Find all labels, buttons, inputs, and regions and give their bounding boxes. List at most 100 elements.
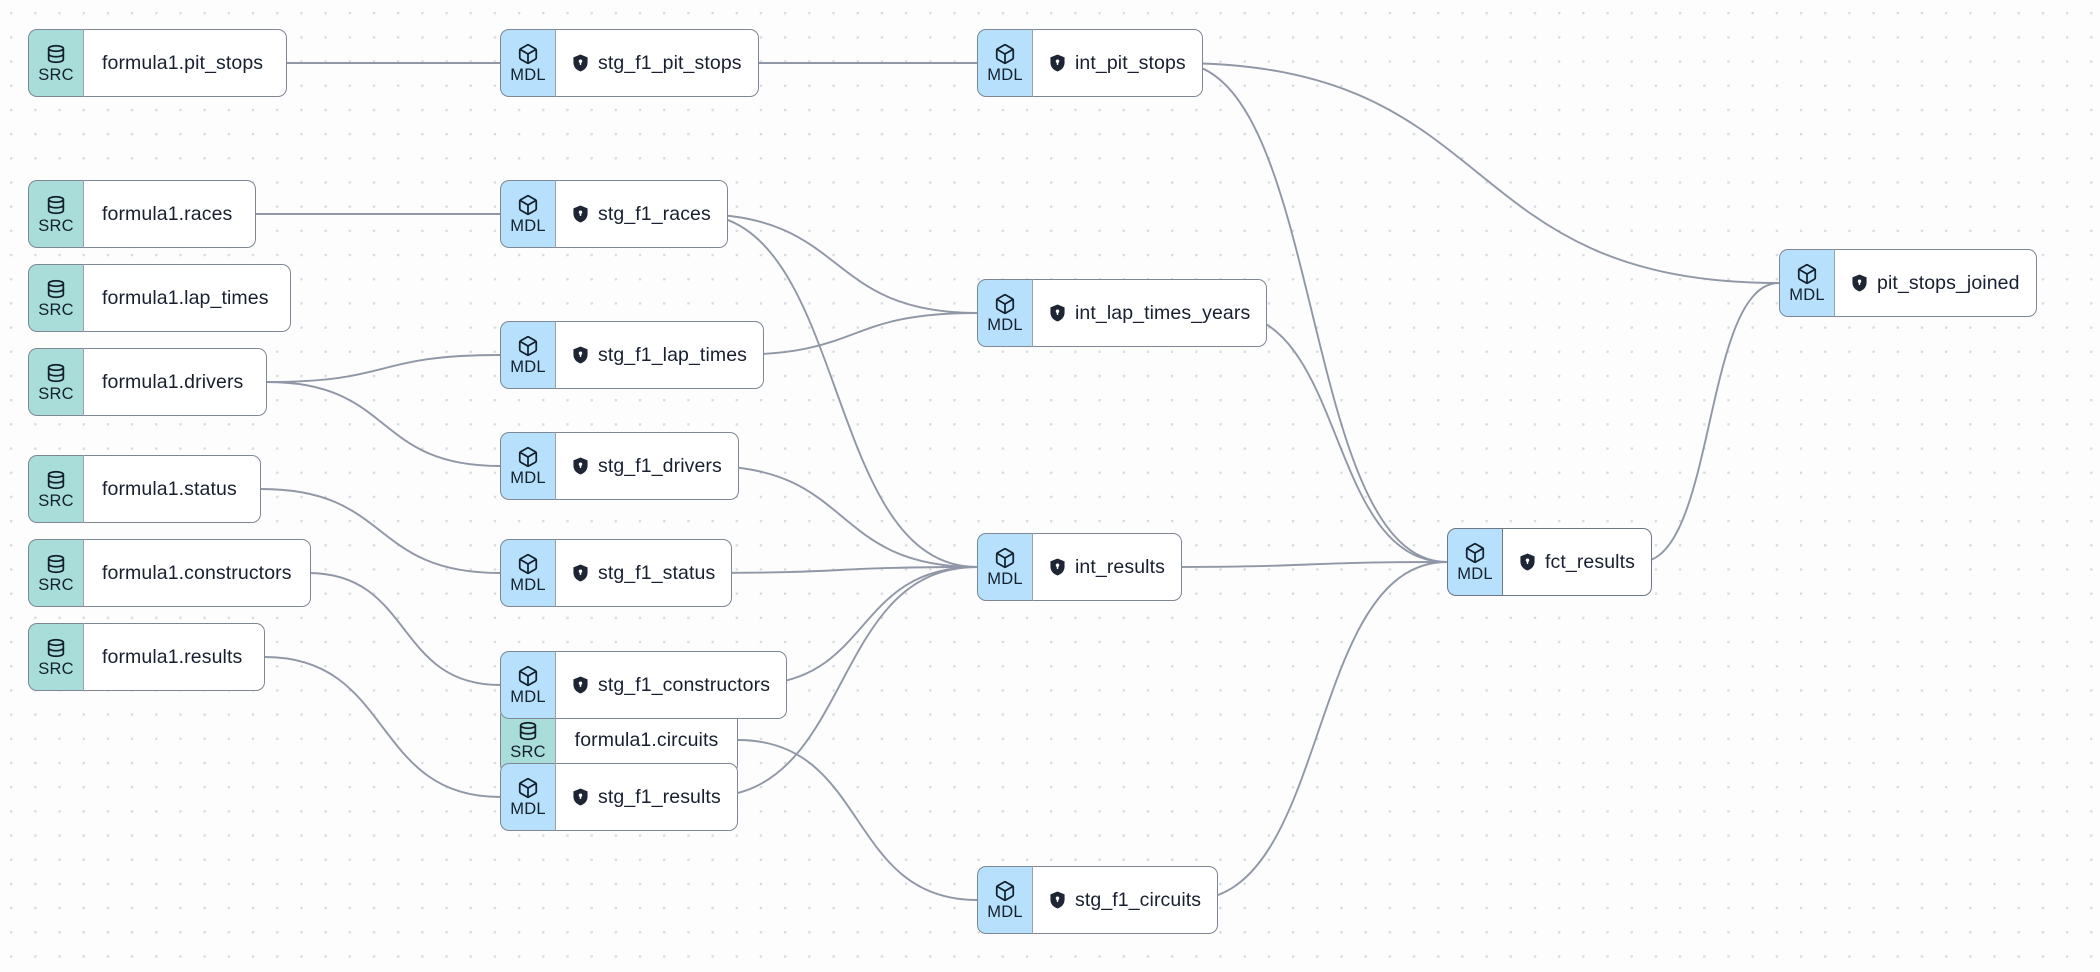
database-icon bbox=[45, 637, 67, 659]
node-type-label: MDL bbox=[510, 687, 546, 706]
cube-icon bbox=[517, 194, 539, 216]
node-body[interactable]: pit_stops_joined bbox=[1834, 249, 2037, 317]
node-body[interactable]: stg_f1_drivers bbox=[555, 432, 739, 500]
node-stg_races[interactable]: MDL stg_f1_races bbox=[500, 180, 728, 248]
edge-stg_races-to-int_results bbox=[694, 213, 978, 568]
shield-icon bbox=[1049, 54, 1066, 72]
cube-icon bbox=[994, 43, 1016, 65]
node-type-label: SRC bbox=[38, 491, 74, 510]
node-type-badge-src: SRC bbox=[28, 539, 83, 607]
node-type-label: MDL bbox=[987, 902, 1023, 921]
cube-icon bbox=[994, 880, 1016, 902]
shield-icon bbox=[1519, 553, 1536, 571]
node-stg_constructors[interactable]: MDL stg_f1_constructors bbox=[500, 651, 788, 719]
node-pit_stops_joined[interactable]: MDL pit_stops_joined bbox=[1779, 249, 2037, 317]
cube-icon bbox=[1796, 263, 1818, 285]
edge-src_constructors-to-stg_constructors bbox=[307, 572, 501, 686]
node-stg_status[interactable]: MDL stg_f1_status bbox=[500, 539, 733, 607]
shield-icon bbox=[1049, 304, 1066, 322]
cube-icon bbox=[517, 446, 539, 468]
node-src_pit_stops[interactable]: SRC formula1.pit_stops bbox=[28, 29, 287, 97]
shield-icon bbox=[572, 676, 589, 694]
edge-stg_lap_times-to-int_lap_times_years bbox=[729, 312, 978, 356]
node-body[interactable]: int_results bbox=[1032, 533, 1182, 601]
cube-icon bbox=[994, 547, 1016, 569]
shield-icon bbox=[572, 205, 589, 223]
node-body[interactable]: int_pit_stops bbox=[1032, 29, 1203, 97]
edge-stg_drivers-to-int_results bbox=[706, 465, 978, 568]
node-body[interactable]: formula1.drivers bbox=[83, 348, 267, 416]
node-label: stg_f1_constructors bbox=[598, 673, 771, 696]
node-label: pit_stops_joined bbox=[1877, 271, 2020, 294]
node-type-label: MDL bbox=[987, 315, 1023, 334]
node-body[interactable]: formula1.status bbox=[83, 455, 261, 523]
cube-icon bbox=[517, 553, 539, 575]
node-type-label: MDL bbox=[510, 575, 546, 594]
node-label: stg_f1_drivers bbox=[598, 454, 722, 477]
node-label: formula1.results bbox=[102, 645, 243, 668]
node-type-badge-src: SRC bbox=[28, 348, 83, 416]
node-body[interactable]: int_lap_times_years bbox=[1032, 279, 1268, 347]
node-body[interactable]: stg_f1_lap_times bbox=[555, 321, 765, 389]
node-label: formula1.circuits bbox=[574, 728, 719, 751]
node-stg_lap_times[interactable]: MDL stg_f1_lap_times bbox=[500, 321, 765, 389]
node-type-badge-mdl: MDL bbox=[500, 651, 555, 719]
node-type-badge-src: SRC bbox=[28, 180, 83, 248]
node-src_drivers[interactable]: SRC formula1.drivers bbox=[28, 348, 267, 416]
node-type-label: SRC bbox=[38, 216, 74, 235]
edge-int_results-to-fct_results bbox=[1168, 561, 1448, 568]
node-body[interactable]: formula1.pit_stops bbox=[83, 29, 287, 97]
node-body[interactable]: formula1.results bbox=[83, 623, 265, 691]
node-label: formula1.pit_stops bbox=[102, 51, 264, 74]
node-int_lap_times_years[interactable]: MDL int_lap_times_years bbox=[977, 279, 1268, 347]
node-type-badge-mdl: MDL bbox=[977, 279, 1032, 347]
database-icon bbox=[45, 43, 67, 65]
node-type-label: SRC bbox=[38, 384, 74, 403]
node-body[interactable]: stg_f1_status bbox=[555, 539, 733, 607]
edge-stg_circuits-to-fct_results bbox=[1189, 561, 1448, 901]
shield-icon bbox=[572, 54, 589, 72]
node-body[interactable]: formula1.constructors bbox=[83, 539, 311, 607]
edge-int_pit_stops-to-pit_stops_joined bbox=[1176, 62, 1780, 284]
node-type-label: SRC bbox=[38, 65, 74, 84]
node-body[interactable]: stg_f1_races bbox=[555, 180, 728, 248]
node-label: stg_f1_races bbox=[598, 202, 711, 225]
node-type-badge-mdl: MDL bbox=[1447, 528, 1502, 596]
node-type-label: MDL bbox=[510, 357, 546, 376]
node-body[interactable]: stg_f1_results bbox=[555, 763, 738, 831]
database-icon bbox=[45, 553, 67, 575]
node-body[interactable]: formula1.lap_times bbox=[83, 264, 291, 332]
node-type-badge-mdl: MDL bbox=[500, 321, 555, 389]
edge-stg_races-to-int_lap_times_years bbox=[694, 213, 978, 314]
node-src_status[interactable]: SRC formula1.status bbox=[28, 455, 261, 523]
node-body[interactable]: stg_f1_pit_stops bbox=[555, 29, 759, 97]
edge-src_circuits-to-stg_circuits bbox=[737, 739, 978, 901]
node-type-label: MDL bbox=[510, 799, 546, 818]
shield-icon bbox=[572, 346, 589, 364]
node-body[interactable]: formula1.races bbox=[83, 180, 256, 248]
node-stg_results[interactable]: MDL stg_f1_results bbox=[500, 763, 738, 831]
node-type-label: MDL bbox=[1789, 285, 1825, 304]
node-type-badge-mdl: MDL bbox=[500, 180, 555, 248]
cube-icon bbox=[517, 777, 539, 799]
edge-src_drivers-to-stg_lap_times bbox=[266, 354, 501, 383]
node-body[interactable]: fct_results bbox=[1502, 528, 1652, 596]
node-label: stg_f1_results bbox=[598, 785, 721, 808]
cube-icon bbox=[994, 293, 1016, 315]
node-body[interactable]: stg_f1_circuits bbox=[1032, 866, 1219, 934]
node-type-label: SRC bbox=[38, 659, 74, 678]
node-src_races[interactable]: SRC formula1.races bbox=[28, 180, 256, 248]
node-label: int_lap_times_years bbox=[1075, 301, 1251, 324]
node-body[interactable]: stg_f1_constructors bbox=[555, 651, 788, 719]
node-stg_circuits[interactable]: MDL stg_f1_circuits bbox=[977, 866, 1219, 934]
node-src_results[interactable]: SRC formula1.results bbox=[28, 623, 265, 691]
node-type-badge-mdl: MDL bbox=[500, 539, 555, 607]
